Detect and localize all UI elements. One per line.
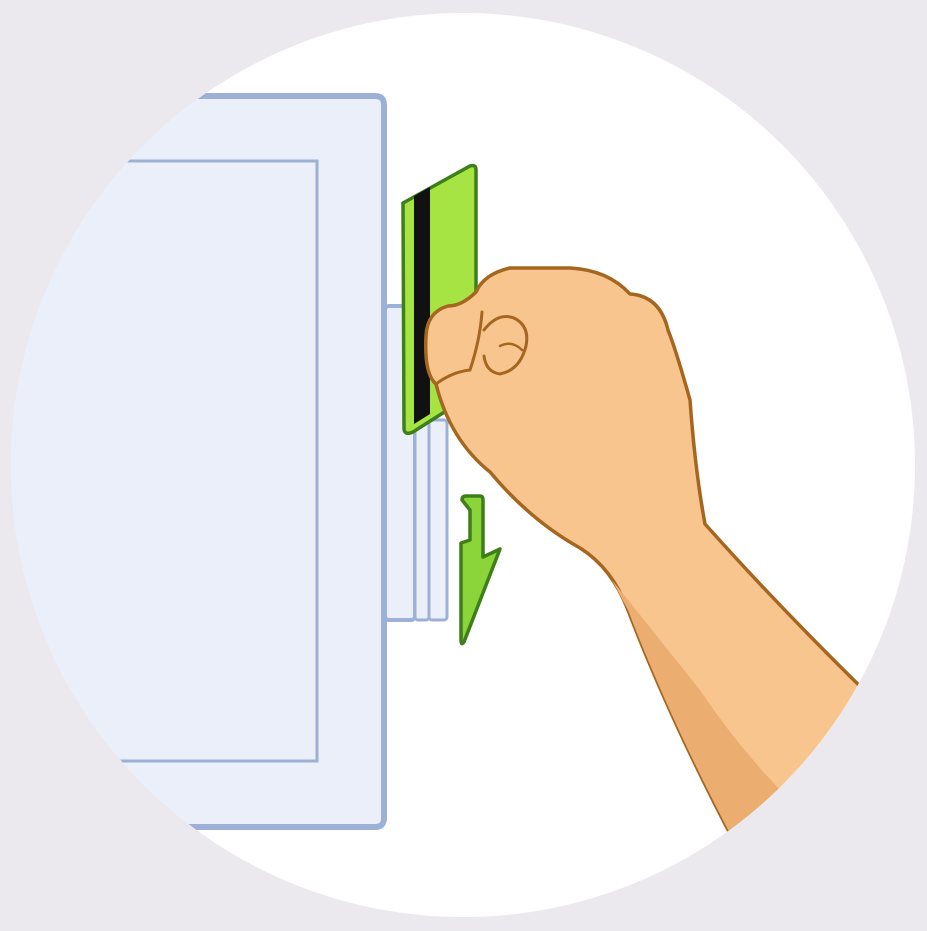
card-magstripe (414, 187, 430, 424)
card-reader-rail-inner (429, 420, 447, 620)
